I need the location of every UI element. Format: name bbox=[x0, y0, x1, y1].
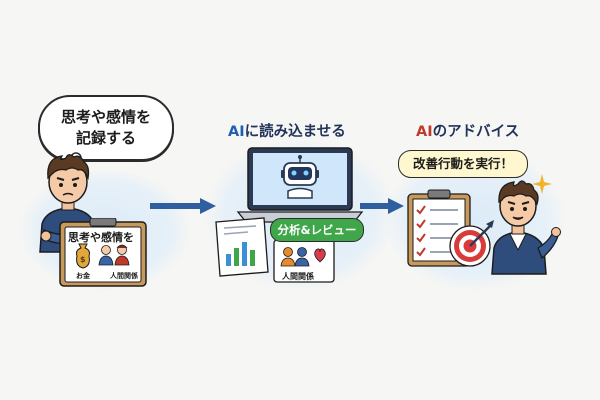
step2-title-ai: AI bbox=[228, 124, 245, 140]
step2-title-rest: に読み込ませる bbox=[244, 124, 346, 140]
advice-speech-bubble: 改善行動を実行！ bbox=[398, 150, 528, 178]
thought-bubble: 思考や感情を 記録する bbox=[38, 95, 174, 161]
step3-title-ai: AI bbox=[416, 124, 433, 140]
arrow-right-icon bbox=[360, 198, 404, 214]
step3-title: AIのアドバイス bbox=[416, 120, 519, 141]
thought-line-1: 思考や感情を bbox=[60, 108, 151, 126]
board-label-relationship: 人間関係 bbox=[110, 272, 138, 280]
analysis-review-badge: 分析&レビュー bbox=[270, 218, 364, 242]
svg-text:$: $ bbox=[80, 255, 86, 264]
laptop-illustration bbox=[236, 147, 364, 223]
chart-document bbox=[215, 217, 269, 277]
clipboard-board: $ bbox=[59, 218, 147, 287]
target-icon bbox=[449, 220, 494, 267]
card-caption: 人間関係 bbox=[282, 272, 314, 281]
thought-line-2: 記録する bbox=[75, 129, 136, 147]
step2-title: AIに読み込ませる bbox=[228, 120, 346, 141]
person-pointing-illustration bbox=[491, 180, 561, 275]
step3-title-rest: のアドバイス bbox=[432, 124, 520, 140]
arrow-right-icon bbox=[150, 198, 216, 214]
board-label-money: お金 bbox=[76, 272, 90, 280]
board-title: 思考や感情を bbox=[68, 231, 134, 244]
sparkle-icon bbox=[532, 174, 552, 194]
relationship-card bbox=[273, 239, 335, 283]
